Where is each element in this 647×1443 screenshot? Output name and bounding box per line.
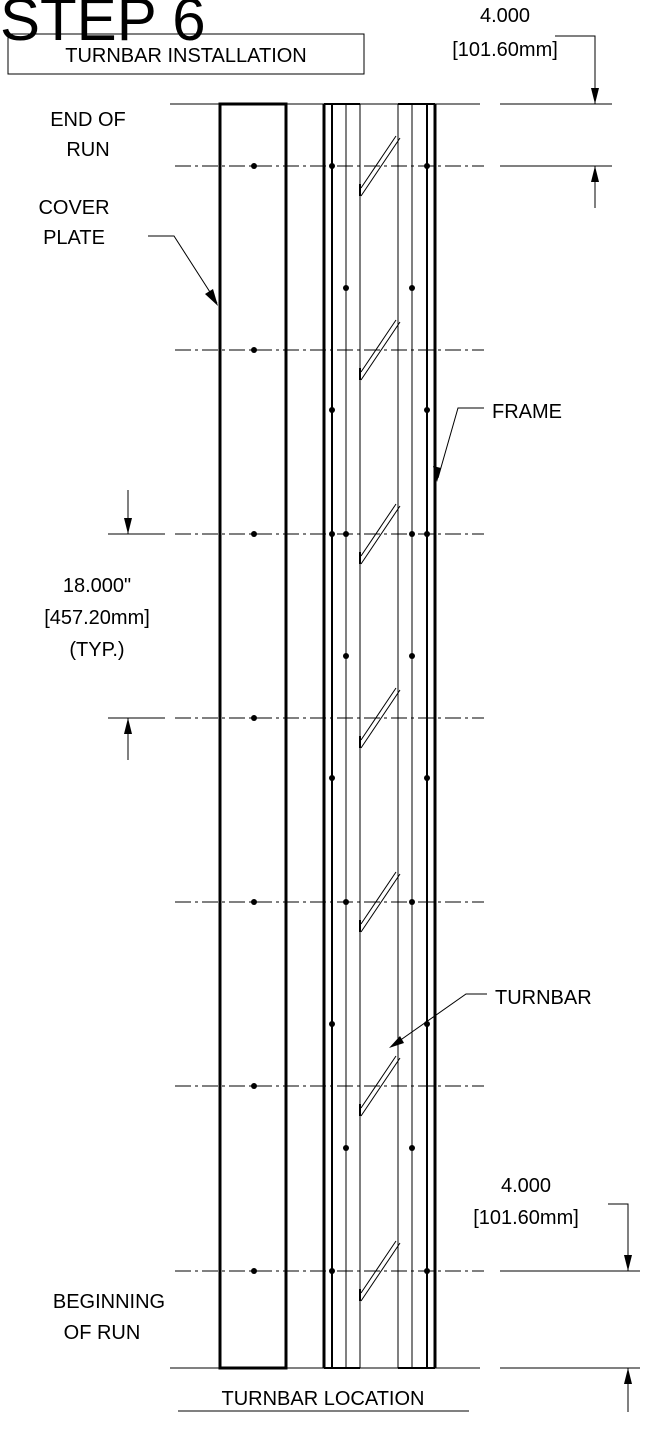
frame-leader bbox=[437, 407, 484, 479]
top-dimension-arrow-down bbox=[591, 88, 599, 104]
frame-fastener bbox=[329, 531, 335, 537]
bottom-dimension-arrow-up bbox=[624, 1368, 632, 1384]
cover-plate-hole bbox=[251, 715, 257, 721]
beginning-of-run-label-line2: OF RUN bbox=[64, 1322, 141, 1344]
turnbar bbox=[359, 1240, 401, 1302]
frame-fastener bbox=[409, 899, 415, 905]
title-box bbox=[7, 33, 365, 75]
spacing-dimension-mm: [457.20mm] bbox=[44, 607, 150, 629]
frame-leader-arrow bbox=[433, 466, 441, 482]
frame-fastener bbox=[409, 285, 415, 291]
cover-plate-hole bbox=[251, 1083, 257, 1089]
end-of-run-label-line1: END OF bbox=[50, 109, 126, 131]
turnbar bbox=[359, 319, 401, 381]
turnbar bbox=[359, 135, 401, 197]
spacing-dimension-inch: 18.000" bbox=[63, 575, 131, 597]
drawing-caption: TURNBAR LOCATION bbox=[222, 1388, 425, 1410]
cover-plate-hole bbox=[251, 899, 257, 905]
frame-fastener bbox=[424, 531, 430, 537]
frame-fastener bbox=[329, 1021, 335, 1027]
cover-plate-label-line1: COVER bbox=[38, 197, 109, 219]
bottom-dimension-leader bbox=[608, 1203, 629, 1271]
frame-fastener bbox=[409, 531, 415, 537]
beginning-of-run-label-line1: BEGINNING bbox=[53, 1291, 165, 1313]
frame-fastener bbox=[424, 407, 430, 413]
cover-plate-leader bbox=[148, 235, 218, 304]
turnbar-centerlines bbox=[175, 165, 484, 1272]
spacing-dimension-arrow-up bbox=[124, 718, 132, 734]
frame-fastener bbox=[329, 1268, 335, 1274]
frame-fastener bbox=[343, 899, 349, 905]
frame-fastener bbox=[424, 1268, 430, 1274]
top-dimension-mm: [101.60mm] bbox=[452, 39, 558, 61]
fasteners bbox=[251, 163, 430, 1274]
turnbar-leader bbox=[391, 993, 487, 1047]
spacing-dimension-typ: (TYP.) bbox=[69, 639, 124, 661]
spacing-dimension-arrow-down bbox=[124, 518, 132, 534]
bottom-dimension-inch: 4.000 bbox=[501, 1175, 551, 1197]
turnbar bbox=[359, 871, 401, 933]
turnbar bbox=[359, 1055, 401, 1117]
frame-fastener bbox=[343, 285, 349, 291]
cover-plate-leader-arrow bbox=[205, 289, 218, 306]
frame-fastener bbox=[424, 163, 430, 169]
cover-plate-hole bbox=[251, 163, 257, 169]
cover-plate-hole bbox=[251, 347, 257, 353]
turnbar bbox=[359, 503, 401, 565]
frame-fastener bbox=[424, 775, 430, 781]
cover-plate-hole bbox=[251, 531, 257, 537]
cover-plate bbox=[218, 102, 288, 1370]
frame-fastener bbox=[343, 531, 349, 537]
frame-fastener bbox=[329, 407, 335, 413]
turnbar bbox=[359, 687, 401, 749]
frame-fastener bbox=[409, 653, 415, 659]
end-of-run-label-line2: RUN bbox=[66, 139, 109, 161]
turnbars bbox=[359, 135, 401, 1302]
frame-fastener bbox=[424, 1021, 430, 1027]
top-dimension-leader bbox=[555, 35, 596, 104]
cover-plate-label-line2: PLATE bbox=[43, 227, 105, 249]
frame-fastener bbox=[329, 163, 335, 169]
cover-plate-hole bbox=[251, 1268, 257, 1274]
top-dimension-arrow-up bbox=[591, 166, 599, 182]
turnbar-label: TURNBAR bbox=[495, 987, 592, 1009]
turnbar-leader-arrow bbox=[389, 1036, 404, 1048]
bottom-dimension-mm: [101.60mm] bbox=[473, 1207, 579, 1229]
frame-fastener bbox=[329, 775, 335, 781]
step-title: STEP 6 bbox=[0, 0, 206, 53]
bottom-dimension-arrow-down bbox=[624, 1255, 632, 1271]
frame-fastener bbox=[343, 653, 349, 659]
installation-label: TURNBAR INSTALLATION bbox=[65, 45, 307, 67]
frame-fastener bbox=[343, 1145, 349, 1151]
frame-label: FRAME bbox=[492, 401, 562, 423]
frame-fastener bbox=[409, 1145, 415, 1151]
top-dimension-inch: 4.000 bbox=[480, 5, 530, 27]
